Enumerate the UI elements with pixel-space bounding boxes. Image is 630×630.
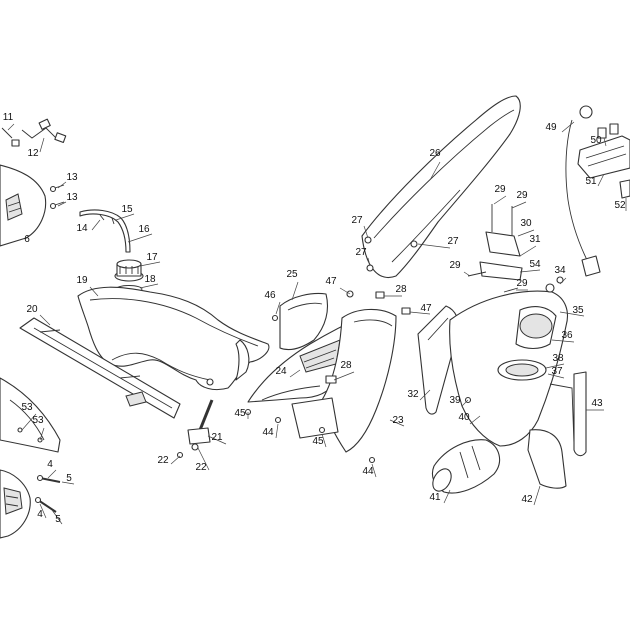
callout-c47b: 47	[420, 303, 432, 314]
callout-c29a: 29	[494, 184, 506, 195]
callout-c40: 40	[458, 412, 470, 423]
callout-c29b: 29	[516, 190, 528, 201]
callout-c44b: 44	[362, 466, 374, 477]
callout-c25: 25	[286, 269, 298, 280]
callout-c27b: 27	[447, 236, 459, 247]
callout-c36: 36	[561, 330, 573, 341]
lower-left-shell-part	[0, 469, 31, 539]
callout-c31: 31	[529, 234, 541, 245]
callout-c29c: 29	[449, 260, 461, 271]
callout-c32: 32	[407, 389, 419, 400]
side-cover-25	[279, 292, 329, 351]
callout-c37: 37	[551, 366, 563, 377]
callout-c35: 35	[572, 305, 584, 316]
callout-c12: 12	[27, 148, 39, 159]
callout-c41: 41	[429, 492, 441, 503]
cable-49	[565, 105, 601, 277]
bracket-30-31	[467, 204, 523, 293]
headlight-number-plate-part	[0, 164, 47, 247]
callout-c50: 50	[590, 135, 602, 146]
callout-c49: 49	[545, 122, 557, 133]
tail-section-23	[291, 308, 397, 453]
callout-c22b: 22	[195, 462, 207, 473]
callout-c53b: 53	[32, 415, 44, 426]
bolts-4-5	[34, 474, 61, 513]
callout-c53a: 53	[21, 402, 33, 413]
rack-50-51	[577, 123, 630, 199]
fuel-hose-part	[79, 209, 131, 253]
callout-c4a: 4	[47, 459, 53, 470]
wiring-connector-part	[1, 118, 67, 147]
callout-c14: 14	[76, 223, 88, 234]
callout-c18: 18	[144, 274, 156, 285]
seal-42-43	[527, 371, 587, 489]
fuel-tank-part	[77, 286, 270, 391]
callout-c42: 42	[521, 494, 533, 505]
callout-c21: 21	[211, 432, 223, 443]
leader-lines	[7, 121, 627, 525]
callout-c51: 51	[585, 176, 597, 187]
callout-c44a: 44	[262, 427, 274, 438]
callout-c46: 46	[264, 290, 276, 301]
callout-c30: 30	[520, 218, 532, 229]
callout-c4b: 4	[37, 509, 43, 520]
fuel-tap-part	[176, 399, 214, 459]
callout-c28b: 28	[340, 360, 352, 371]
callout-c47a: 47	[325, 276, 337, 287]
callout-c13b: 13	[66, 192, 78, 203]
callout-c6: 6	[24, 234, 30, 245]
callout-c20: 20	[26, 304, 38, 315]
callout-c26: 26	[429, 148, 441, 159]
rear-fender-26	[361, 95, 521, 278]
callout-c27a: 27	[351, 215, 363, 226]
fasteners-center	[244, 236, 418, 464]
callout-c45a: 45	[234, 408, 246, 419]
callout-c45b: 45	[312, 436, 324, 447]
fork-guard-part	[0, 377, 61, 453]
callout-c27c: 27	[355, 247, 367, 258]
callout-c11: 11	[3, 112, 14, 123]
callout-c28a: 28	[395, 284, 407, 295]
callout-c19: 19	[76, 275, 88, 286]
callout-c54: 54	[529, 259, 541, 270]
intake-boot-41	[431, 439, 501, 494]
callout-c34: 34	[554, 265, 566, 276]
callout-c15: 15	[121, 204, 133, 215]
callout-c23: 23	[392, 415, 404, 426]
callout-c5b: 5	[55, 514, 61, 525]
fuel-cap-part	[114, 259, 144, 293]
callout-c39: 39	[449, 395, 461, 406]
callout-c13a: 13	[66, 172, 78, 183]
callout-c43: 43	[591, 398, 603, 409]
callout-c16: 16	[138, 224, 150, 235]
tank-strip-part	[19, 317, 181, 419]
callout-c29d: 29	[516, 278, 528, 289]
callout-c38: 38	[552, 353, 564, 364]
callout-c52: 52	[614, 200, 626, 211]
callout-c22a: 22	[157, 455, 169, 466]
airbox-cover-32	[417, 305, 460, 415]
callout-c5a: 5	[66, 473, 72, 484]
callout-c17: 17	[146, 252, 158, 263]
callout-c24: 24	[275, 366, 287, 377]
screws-13	[49, 184, 65, 210]
